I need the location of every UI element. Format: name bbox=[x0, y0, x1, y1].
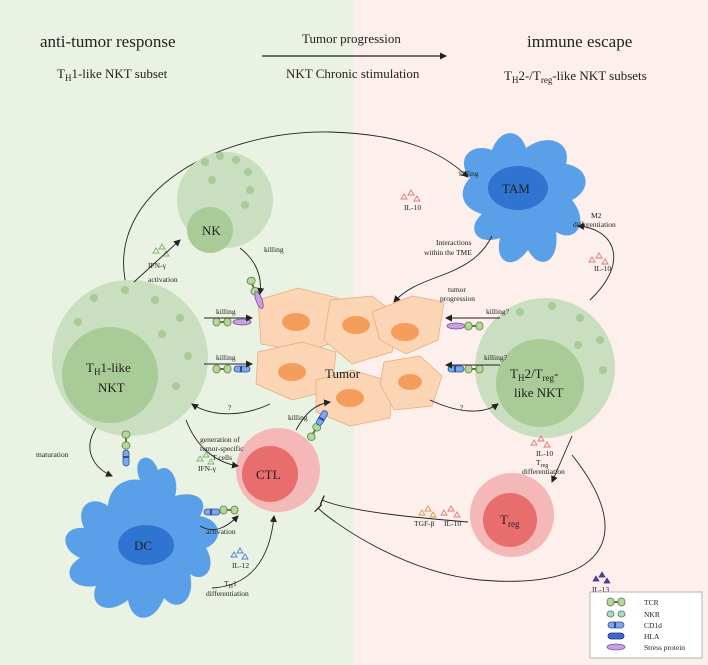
middle-bottom-label: NKT Chronic stimulation bbox=[286, 66, 420, 81]
treg-label: Treg bbox=[500, 512, 520, 529]
label-il10-treg: IL-10 bbox=[444, 519, 461, 528]
arrow-treg-to-ctl-inhibit bbox=[319, 495, 469, 523]
arrow-nkt-to-tam bbox=[123, 131, 469, 299]
legend: TCR NKR CD1d HLA Stress protein bbox=[589, 591, 703, 659]
label-ifn-gamma-bottom: IFN-γ bbox=[198, 464, 217, 473]
label-killing-nkt-tam: killing bbox=[459, 169, 479, 178]
label-killing-q-1: killing? bbox=[486, 307, 510, 316]
label-th1-diff-b: differentiation bbox=[206, 589, 249, 598]
ctl-label: CTL bbox=[256, 467, 281, 482]
arrow-tam-to-tumor bbox=[393, 235, 493, 303]
th2-nkt-label-b: like NKT bbox=[514, 385, 564, 400]
label-killing-nkt-2: killing bbox=[216, 353, 236, 362]
middle-top-label: Tumor progression bbox=[302, 31, 401, 46]
th1-nkt-label-a: TH1-like bbox=[86, 360, 131, 377]
legend-hla-icon bbox=[607, 632, 625, 640]
arrow-nkt-generation-ctl bbox=[185, 419, 239, 469]
label-tumor-prog-b: progression bbox=[440, 294, 475, 303]
label-killing-ctl: killing bbox=[288, 413, 308, 422]
dc-cell: DC bbox=[65, 457, 219, 618]
dc-label: DC bbox=[134, 538, 152, 553]
nk-cell: NK bbox=[177, 152, 273, 253]
tumor-label: Tumor bbox=[325, 366, 361, 381]
left-subtitle: TH1-like NKT subset bbox=[57, 66, 168, 83]
label-tgf-beta: TGF-β bbox=[414, 519, 435, 528]
label-ifn-gamma-top: IFN-γ bbox=[148, 261, 167, 270]
label-treg-diff-b: differentiation bbox=[522, 467, 565, 476]
label-killing-nkt-1: killing bbox=[216, 307, 236, 316]
label-il10-top: IL-10 bbox=[404, 203, 421, 212]
label-generation-c: T cells bbox=[212, 453, 232, 462]
receptor-cd1d-nkt-2 bbox=[233, 365, 251, 373]
label-m2-a: M2 bbox=[591, 211, 602, 220]
arrow-dc-activation-ctl bbox=[199, 515, 239, 530]
receptor-stress-nkt-1 bbox=[232, 318, 252, 326]
right-subtitle: TH2-/Treg-like NKT subsets bbox=[504, 68, 647, 85]
arrow-dc-th1-diff-ctl bbox=[211, 515, 277, 589]
label-generation-b: tumor-specific bbox=[200, 444, 244, 453]
label-question-right: ? bbox=[460, 403, 464, 412]
label-generation-a: generation of bbox=[200, 435, 240, 444]
legend-nkr: NKR bbox=[644, 610, 660, 619]
receptor-cd1d-th2-2 bbox=[447, 365, 465, 373]
treg-cell: Treg bbox=[470, 473, 554, 557]
arrow-nk-killing bbox=[239, 247, 265, 295]
arrow-th2-to-tam bbox=[577, 222, 615, 301]
label-question-left: ? bbox=[228, 403, 232, 412]
label-il13: IL-13 bbox=[592, 585, 609, 594]
label-activation: activation bbox=[148, 275, 178, 284]
tam-cell: TAM bbox=[462, 133, 586, 263]
label-maturation: maturation bbox=[36, 450, 69, 459]
arrow-nkt-activation-nk bbox=[133, 239, 181, 283]
tumor-cluster: Tumor bbox=[255, 287, 445, 427]
legend-cd1d: CD1d bbox=[644, 621, 662, 630]
arrow-th2-to-ctl-inhibit bbox=[314, 454, 606, 582]
th2-nkt-label-a: TH2/Treg- bbox=[510, 366, 558, 383]
label-il10-right: IL-10 bbox=[594, 264, 611, 273]
nk-label: NK bbox=[202, 223, 221, 238]
label-interactions-b: within the TME bbox=[424, 248, 472, 257]
label-m2-b: differentiation bbox=[573, 220, 616, 229]
receptor-cd1d-nkt-dc bbox=[122, 449, 130, 467]
legend-cd1d-icon bbox=[607, 621, 625, 629]
label-killing-nk: killing bbox=[264, 245, 284, 254]
label-tumor-prog-a: tumor bbox=[448, 285, 466, 294]
label-killing-q-2: killing? bbox=[484, 353, 508, 362]
label-treg-diff-a: Treg bbox=[536, 458, 548, 469]
label-th1-diff-a: TH1 bbox=[224, 579, 237, 590]
tam-label: TAM bbox=[502, 181, 530, 196]
receptor-hla-ctl-dc bbox=[203, 508, 221, 516]
label-interactions-a: Interactions bbox=[436, 238, 471, 247]
label-il12: IL-12 bbox=[232, 561, 249, 570]
legend-hla: HLA bbox=[644, 632, 660, 641]
th1-nkt-label-b: NKT bbox=[98, 380, 125, 395]
right-title: immune escape bbox=[527, 32, 632, 51]
label-activation-dc: activation bbox=[206, 527, 236, 536]
th1-nkt-cell: TH1-like NKT bbox=[52, 280, 208, 436]
legend-tcr: TCR bbox=[644, 598, 659, 607]
arrow-tumor-to-nkt-question bbox=[191, 403, 271, 415]
arrow-ctl-killing-tumor bbox=[295, 399, 331, 431]
ctl-cell: CTL bbox=[236, 428, 320, 512]
label-il10-th2: IL-10 bbox=[536, 449, 553, 458]
receptor-stress-th2-1 bbox=[446, 322, 466, 330]
arrow-tumor-to-th2-question bbox=[429, 399, 499, 412]
legend-stress-icon bbox=[606, 643, 626, 651]
th2-nkt-cell: TH2/Treg- like NKT bbox=[475, 298, 615, 438]
legend-nkr-icon bbox=[606, 610, 626, 618]
arrow-nkt-maturation-dc bbox=[89, 427, 113, 477]
legend-stress: Stress protein bbox=[644, 643, 685, 652]
left-title: anti-tumor response bbox=[40, 32, 176, 51]
arrow-th2-to-treg bbox=[551, 435, 573, 483]
